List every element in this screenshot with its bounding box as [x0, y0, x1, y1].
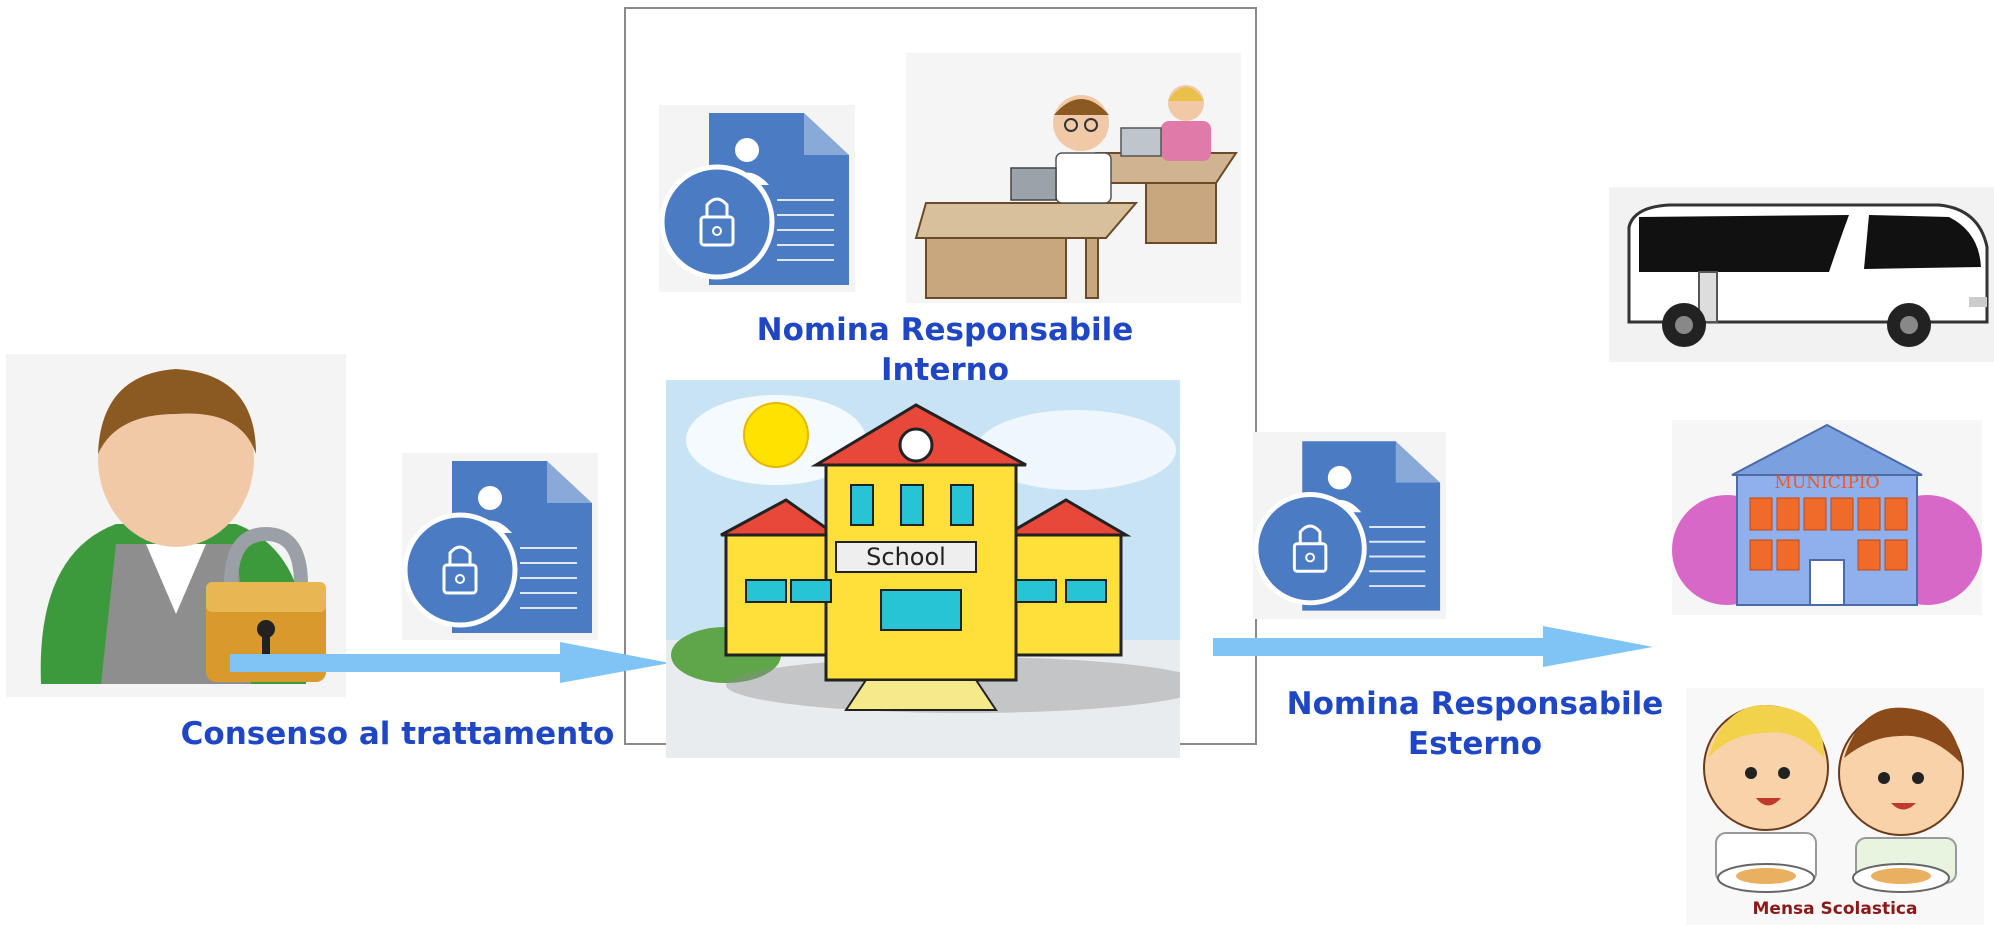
municipio-sign: MUNICIPIO — [1774, 473, 1879, 493]
municipio-building-icon: MUNICIPIO — [1672, 420, 1982, 615]
external-label-line2: Esterno — [1407, 726, 1543, 762]
consent-label: Consenso al trattamento — [180, 716, 615, 752]
school-sign: School — [866, 543, 946, 571]
bus-icon — [1609, 187, 1994, 362]
protected-document-icon — [659, 105, 855, 292]
internal-label-line1: Nomina Responsabile — [756, 312, 1134, 348]
external-label-line1: Nomina Responsabile — [1286, 686, 1664, 722]
external-responsible-label: Nomina Responsabile Esterno — [1260, 684, 1690, 764]
arrow-right-icon — [230, 640, 670, 685]
protected-document-icon — [402, 453, 598, 640]
internal-responsible-label: Nomina Responsabile Interno — [700, 310, 1190, 390]
arrow-right-icon — [1213, 624, 1653, 669]
canteen-caption: Mensa Scolastica — [1753, 899, 1918, 919]
school-building-icon: School — [666, 380, 1180, 758]
office-desk-icon — [906, 53, 1241, 303]
protected-document-icon — [1253, 432, 1446, 619]
canteen-children-icon: Mensa Scolastica — [1686, 688, 1984, 925]
